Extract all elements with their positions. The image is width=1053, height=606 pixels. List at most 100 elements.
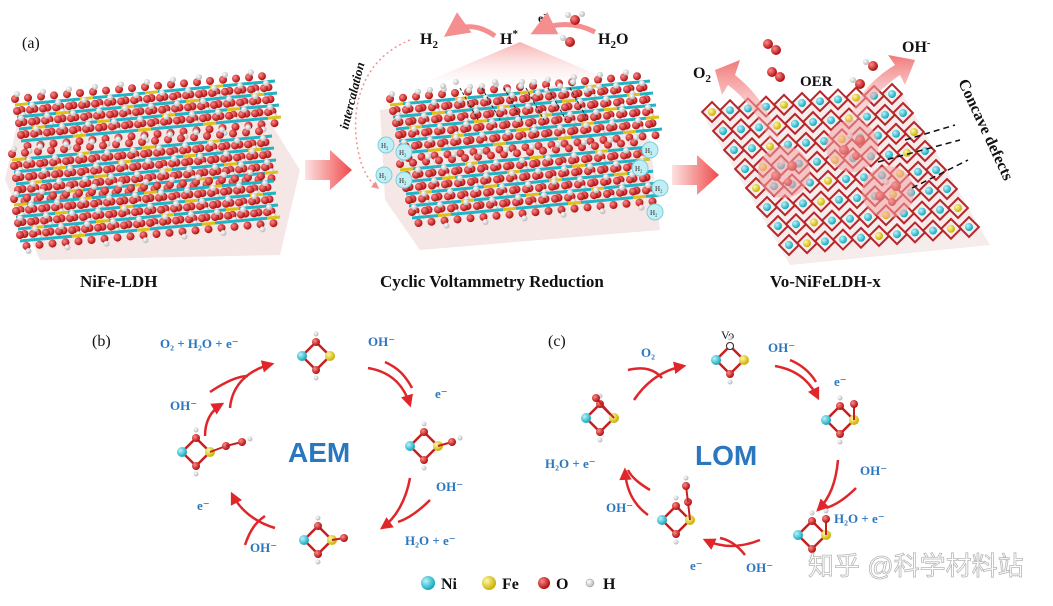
o-atom: [236, 98, 244, 107]
h-atom: [85, 121, 91, 127]
o-atom: [121, 121, 129, 130]
o-atom: [261, 196, 269, 205]
h-atom: [453, 134, 459, 141]
h-atom: [447, 110, 453, 117]
ni-atom: [835, 195, 843, 204]
o-atom: [205, 125, 214, 134]
o-atom: [43, 128, 51, 137]
o-atom: [629, 109, 637, 118]
lattice-cell: [791, 192, 815, 215]
h-atom: [415, 166, 421, 173]
bond: [609, 131, 624, 136]
o-atom: [132, 108, 140, 117]
o-atom: [525, 119, 533, 127]
h-atom: [238, 161, 244, 168]
h-atom: [39, 188, 45, 195]
h-atom: [185, 87, 191, 94]
bond: [237, 93, 252, 99]
fe-atom: [739, 355, 749, 365]
bond: [267, 115, 282, 120]
bond: [110, 229, 125, 235]
bond: [185, 98, 200, 103]
ni-atom: [799, 199, 807, 208]
ni-atom: [828, 216, 836, 225]
bond: [67, 176, 82, 181]
o-atom: [420, 428, 428, 436]
bond: [132, 203, 147, 208]
ni-atom: [791, 119, 799, 128]
concave-defect-3: [862, 166, 914, 218]
h-atom: [440, 83, 446, 89]
bond: [463, 132, 478, 137]
o-atom: [251, 109, 259, 118]
bond: [525, 192, 540, 197]
h-atom: [561, 87, 567, 94]
o-atom: [415, 104, 423, 113]
lattice-cell: [935, 177, 959, 201]
o-atom: [128, 84, 136, 93]
h-atom: [453, 79, 459, 85]
ni-atom: [834, 95, 842, 104]
o-atom: [483, 110, 491, 119]
h2-bubble-text: H₂: [381, 142, 389, 150]
h-atom: [266, 204, 272, 211]
o-atom: [477, 164, 485, 173]
bond: [623, 80, 638, 85]
arrow-h-to-h2: [443, 12, 497, 39]
h-atom: [33, 125, 39, 132]
h-atom: [84, 221, 90, 227]
o-atom: [435, 156, 443, 165]
lom-arrow-2: [774, 364, 820, 401]
h-atom: [421, 112, 427, 119]
defect-pointer-1: [904, 124, 956, 141]
h-atom: [92, 83, 98, 90]
o-atom: [682, 482, 690, 490]
o-atom: [69, 126, 77, 135]
o-atom: [551, 194, 559, 203]
lattice-cell: [813, 230, 837, 253]
h-atom: [545, 76, 551, 83]
oxygen-vacancy-icon: [726, 342, 734, 350]
bond: [437, 212, 452, 218]
h-atom: [52, 154, 58, 161]
h-atom: [134, 171, 140, 178]
h-atom: [174, 100, 180, 107]
fe-atom: [708, 108, 716, 116]
aem-arrow-1: [228, 360, 275, 409]
bond: [93, 174, 108, 179]
lattice-cell: [766, 214, 790, 238]
o-atom: [672, 502, 680, 510]
bond: [581, 150, 596, 155]
aem-arrow-2b: [384, 360, 414, 389]
bond: [395, 126, 410, 131]
h-atom: [247, 436, 253, 442]
legend-h-swatch: [585, 578, 595, 588]
h-atom: [169, 176, 175, 183]
bond: [121, 216, 136, 221]
o-atom: [244, 140, 252, 149]
o-atom: [106, 110, 114, 119]
h-atom: [499, 105, 505, 112]
h-atom: [499, 183, 505, 190]
bond: [440, 146, 455, 151]
ni-atom: [914, 167, 922, 176]
o-atom: [513, 149, 521, 158]
h-atom: [29, 101, 35, 108]
h-atom: [107, 94, 113, 101]
o-atom: [75, 137, 84, 146]
o-atom: [638, 132, 647, 141]
h-atom: [613, 82, 619, 89]
lattice-cell: [718, 98, 742, 122]
h2-bubble-text: H₂: [399, 149, 407, 157]
o-atom: [87, 236, 96, 244]
bond: [483, 105, 498, 111]
o-atom: [499, 199, 507, 208]
o-atom: [203, 132, 211, 140]
h-atom: [557, 124, 563, 131]
lattice-cell: [790, 91, 814, 115]
o-atom: [27, 217, 35, 226]
bond: [632, 194, 647, 200]
h-atom: [70, 110, 76, 117]
bond: [541, 203, 556, 208]
o-atom: [105, 210, 113, 219]
